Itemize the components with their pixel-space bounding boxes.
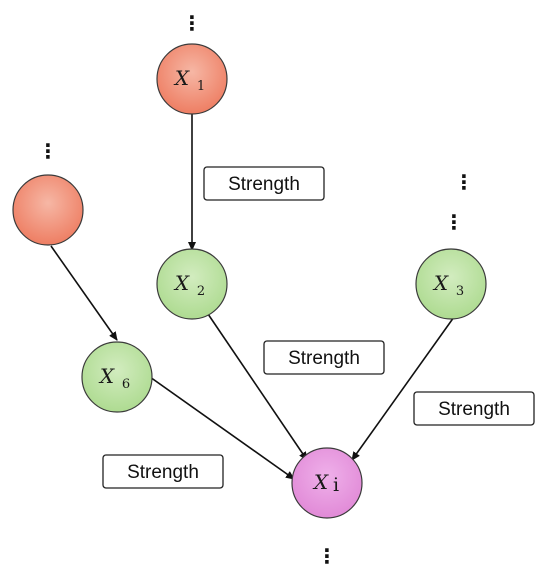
- node-x2-subscript: 2: [197, 284, 205, 299]
- node-x3: X 3: [415, 248, 487, 320]
- node-x6-subscript: 6: [122, 377, 130, 392]
- node-x3-subscript: 3: [456, 284, 464, 299]
- node-x1-subscript: 1: [197, 79, 205, 94]
- node-x6-label: X: [98, 364, 115, 388]
- strength-text-x1-x2: Strength: [228, 174, 300, 195]
- ellipsis-above-x3-upper: ⋮: [454, 170, 474, 194]
- strength-text-x3-xi: Strength: [438, 399, 510, 420]
- edge-x2-xi: [207, 313, 308, 461]
- strength-label-x6-xi: Strength: [102, 454, 224, 489]
- ellipsis-above-x1: ⋮: [182, 11, 202, 35]
- strength-text-x6-xi: Strength: [127, 462, 199, 483]
- node-x1-label: X: [173, 66, 190, 90]
- ellipsis-below-xi: ⋮: [317, 544, 337, 568]
- node-xi-label: X: [312, 470, 329, 494]
- edge-unlabeled-x6: [50, 245, 118, 341]
- node-x3-label: X: [432, 271, 449, 295]
- ellipsis-above-x3-lower: ⋮: [444, 210, 464, 234]
- node-x2: X 2: [156, 248, 228, 320]
- edge-x6-xi: [149, 376, 295, 480]
- edge-x3-xi: [351, 316, 455, 461]
- strength-label-x1-x2: Strength: [203, 166, 325, 201]
- node-x6: X 6: [81, 341, 153, 413]
- strength-label-x2-xi: Strength: [263, 340, 385, 375]
- strength-text-x2-xi: Strength: [288, 348, 360, 369]
- node-x1: X 1: [156, 43, 228, 115]
- node-xi-subscript: i: [333, 474, 339, 496]
- strength-label-x3-xi: Strength: [413, 391, 535, 426]
- node-unlabeled: [12, 174, 84, 246]
- node-xi: X i: [291, 447, 363, 519]
- node-x2-label: X: [173, 271, 190, 295]
- ellipsis-above-unlabeled: ⋮: [38, 139, 58, 163]
